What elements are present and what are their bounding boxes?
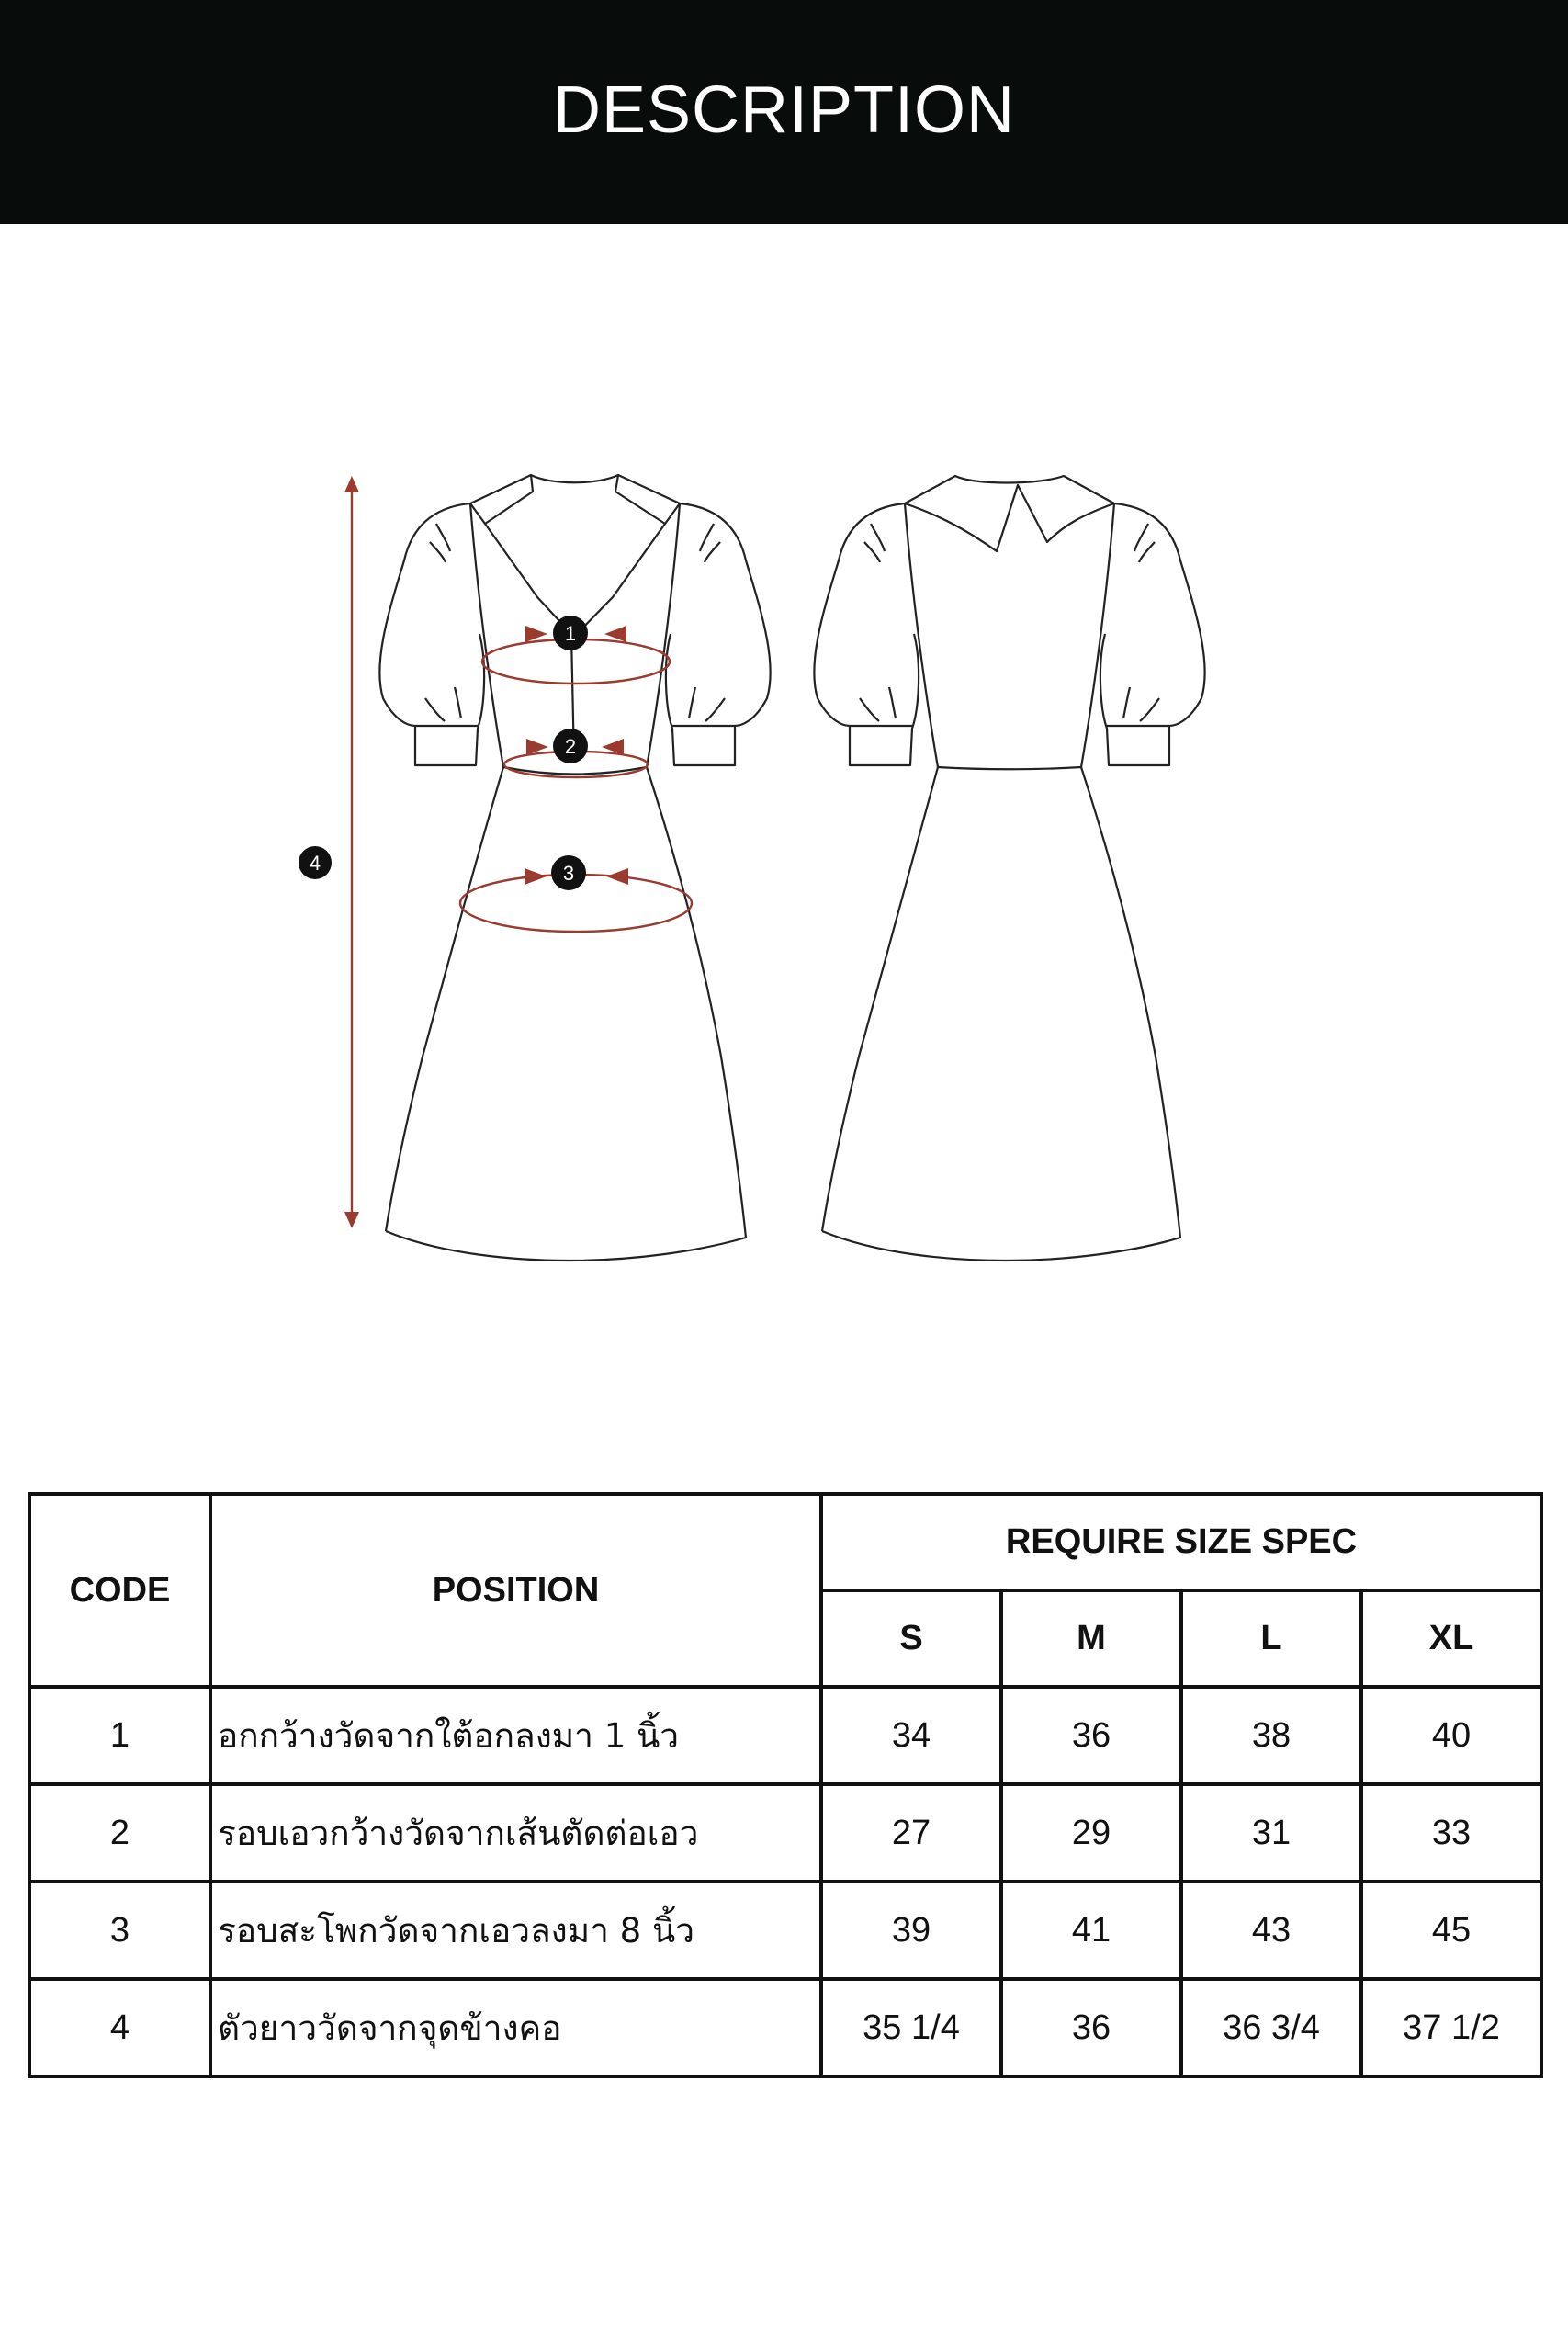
row-value: 37 1/2 [1359, 1977, 1544, 2078]
row-value: 39 [819, 1880, 1003, 1981]
size-m-header: M [999, 1589, 1183, 1689]
size-s-header: S [819, 1589, 1003, 1689]
row-position: อกกว้างวัดจากใต้อกลงมา 1 นิ้ว [209, 1685, 823, 1786]
dress-illustration: 1 2 3 4 [0, 459, 1568, 1277]
row-position: ตัวยาววัดจากจุดข้างคอ [209, 1977, 823, 2078]
row-code: 4 [28, 1977, 212, 2078]
marker-2: 2 [553, 729, 588, 763]
row-position: รอบเอวกว้างวัดจากเส้นตัดต่อเอว [209, 1782, 823, 1883]
measure-guides [350, 482, 694, 1222]
row-value: 35 1/4 [819, 1977, 1003, 2078]
marker-2-label: 2 [565, 735, 576, 758]
marker-4: 4 [299, 846, 332, 879]
table-row: 1 อกกว้างวัดจากใต้อกลงมา 1 นิ้ว 34 36 38… [28, 1685, 1544, 1786]
table-row: 4 ตัวยาววัดจากจุดข้างคอ 35 1/4 36 36 3/4… [28, 1977, 1544, 2078]
back-dress [813, 474, 1206, 1262]
row-value: 38 [1179, 1685, 1363, 1786]
row-value: 33 [1359, 1782, 1544, 1883]
size-spec-table: CODE POSITION REQUIRE SIZE SPEC S M L XL… [28, 1492, 1544, 2078]
row-value: 31 [1179, 1782, 1363, 1883]
row-value: 36 3/4 [1179, 1977, 1363, 2078]
row-value: 41 [999, 1880, 1183, 1981]
dress-drawing: 1 2 3 4 [299, 473, 1206, 1262]
row-value: 34 [819, 1685, 1003, 1786]
size-l-header: L [1179, 1589, 1363, 1689]
front-dress [378, 473, 772, 1262]
row-value: 40 [1359, 1685, 1544, 1786]
row-value: 36 [999, 1685, 1183, 1786]
marker-3: 3 [551, 855, 586, 890]
marker-1: 1 [553, 616, 588, 650]
row-value: 29 [999, 1782, 1183, 1883]
row-code: 2 [28, 1782, 212, 1883]
spec-header: REQUIRE SIZE SPEC [818, 1492, 1544, 1592]
row-position: รอบสะโพกวัดจากเอวลงมา 8 นิ้ว [209, 1880, 823, 1981]
table-row: 3 รอบสะโพกวัดจากเอวลงมา 8 นิ้ว 39 41 43 … [28, 1880, 1544, 1981]
code-header: CODE [28, 1492, 212, 1689]
size-xl-header: XL [1359, 1589, 1544, 1689]
row-value: 27 [819, 1782, 1003, 1883]
measure-arrows [344, 476, 628, 1228]
row-code: 1 [28, 1685, 212, 1786]
page-title: DESCRIPTION [552, 74, 1016, 147]
marker-1-label: 1 [565, 622, 576, 645]
row-value: 45 [1359, 1880, 1544, 1981]
marker-3-label: 3 [563, 862, 574, 885]
header-bar: DESCRIPTION [0, 0, 1568, 224]
row-value: 36 [999, 1977, 1183, 2078]
position-header: POSITION [209, 1492, 823, 1689]
marker-4-label: 4 [310, 852, 321, 875]
row-value: 43 [1179, 1880, 1363, 1981]
table-row: 2 รอบเอวกว้างวัดจากเส้นตัดต่อเอว 27 29 3… [28, 1782, 1544, 1883]
row-code: 3 [28, 1880, 212, 1981]
